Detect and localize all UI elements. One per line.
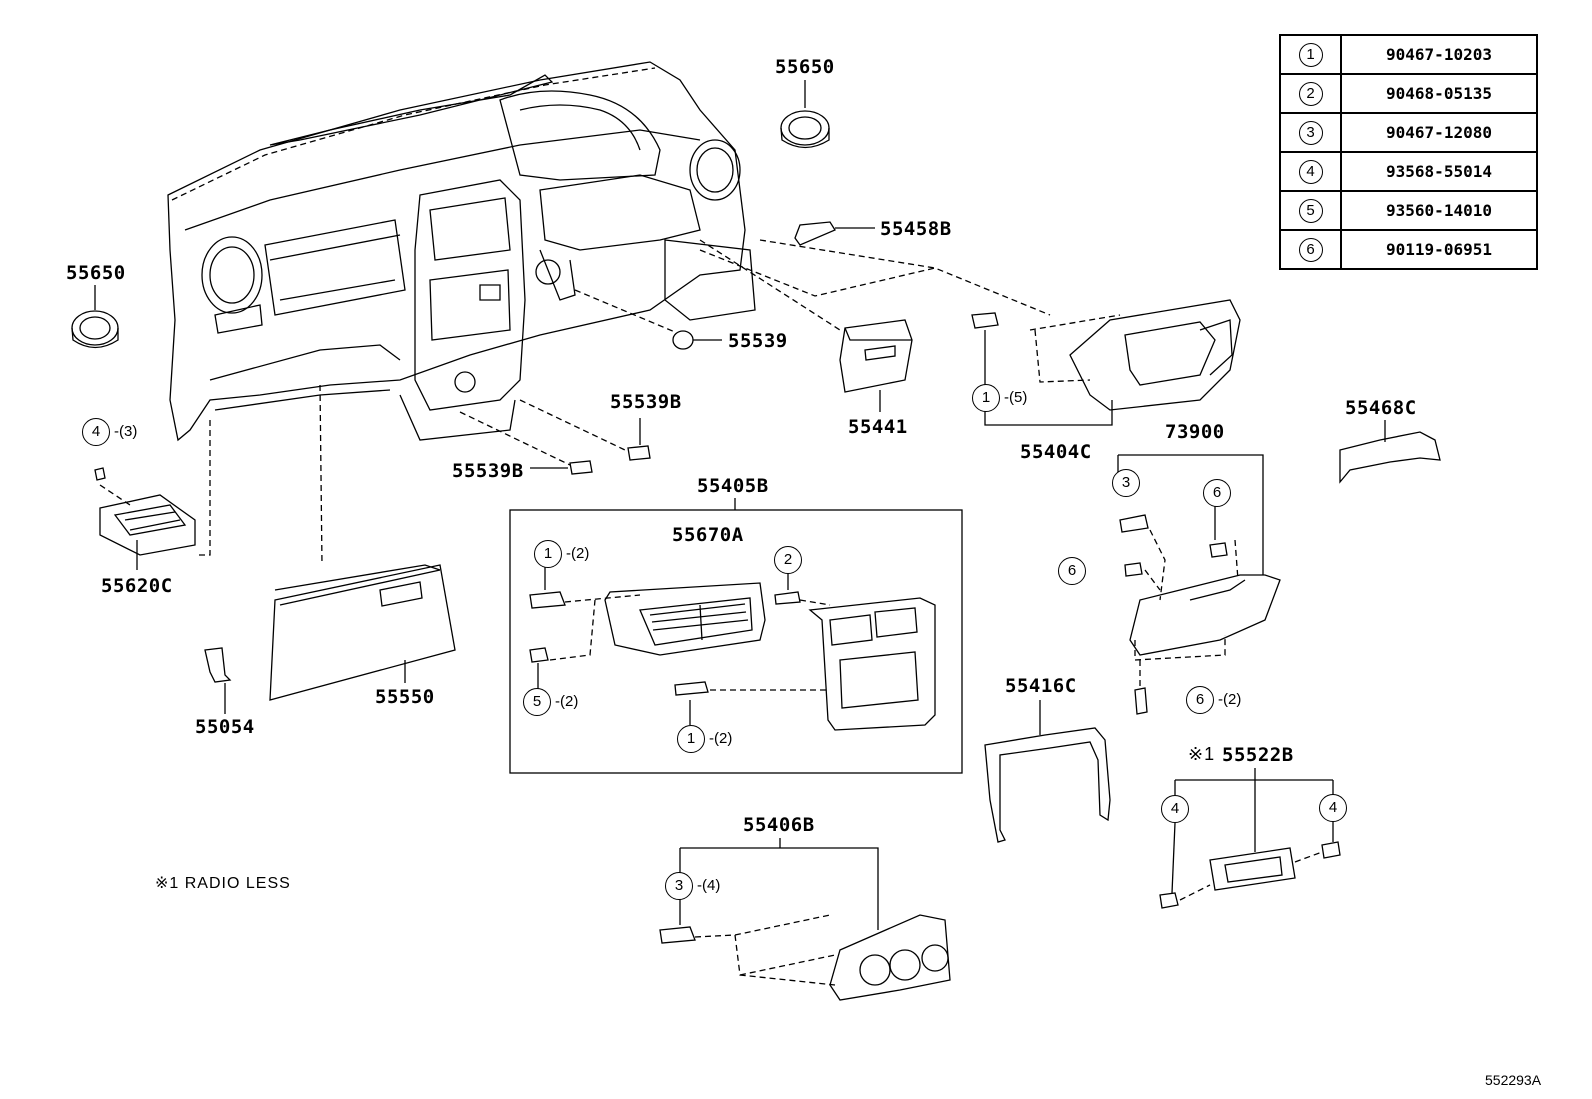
fastener-callout: 3-(4) xyxy=(665,872,720,900)
part-label-55468C: 55468C xyxy=(1345,397,1417,419)
fastener-callout: 1-(2) xyxy=(677,725,732,753)
switch-55539 xyxy=(574,289,722,350)
part-label-55458B: 55458B xyxy=(880,218,952,240)
frame-55416C xyxy=(984,700,1111,843)
fastener-row: 4 93568-55014 xyxy=(1279,151,1538,192)
part-label-55054: 55054 xyxy=(195,716,255,738)
part-label-73900: 73900 xyxy=(1165,421,1225,443)
fastener-callout: 3 xyxy=(1112,469,1144,497)
part-label-55539: 55539 xyxy=(728,330,788,352)
fastener-table: 1 90467-10203 2 90468-05135 3 90467-12080 4… xyxy=(1279,34,1538,270)
part-label-55416C: 55416C xyxy=(1005,675,1077,697)
part-label-55441: 55441 xyxy=(848,416,908,438)
part-label-55405B: 55405B xyxy=(697,475,769,497)
fastener-callout: 5-(2) xyxy=(523,688,578,716)
fastener-part-number: 93560-14010 xyxy=(1340,190,1538,231)
fastener-part-number: 90119-06951 xyxy=(1340,229,1538,270)
glove-box-55550 xyxy=(269,384,456,701)
radio-less-note: ※1 RADIO LESS xyxy=(155,875,291,892)
fastener-callout: 2 xyxy=(774,546,806,574)
part-label-55650-left: 55650 xyxy=(66,262,126,284)
panel-55406B xyxy=(659,838,951,1001)
fastener-row: 3 90467-12080 xyxy=(1279,112,1538,153)
part-label-55550: 55550 xyxy=(375,686,435,708)
fastener-part-number: 90467-12080 xyxy=(1340,112,1538,153)
bracket-55468C xyxy=(1339,420,1441,484)
callout-circle: 6 xyxy=(1298,237,1323,262)
callout-circle: 5 xyxy=(1298,198,1323,223)
dashboard-panel xyxy=(167,61,756,442)
vent-55620C xyxy=(94,420,211,570)
clip-55458B xyxy=(794,221,875,246)
part-label-55620C: 55620C xyxy=(101,575,173,597)
vent-55650-top xyxy=(780,80,830,149)
fastener-callout: 6 xyxy=(1203,479,1235,507)
fastener-row: 2 90468-05135 xyxy=(1279,73,1538,114)
fastener-row: 6 90119-06951 xyxy=(1279,229,1538,270)
switch-55539B xyxy=(459,399,651,475)
cover-55522B xyxy=(1159,768,1341,909)
lower-panel-73900 xyxy=(1117,454,1281,715)
part-label-55404C: 55404C xyxy=(1020,441,1092,463)
callout-circle: 4 xyxy=(1298,159,1323,184)
part-label-55670A: 55670A xyxy=(672,524,744,546)
fastener-callout: 4 xyxy=(1161,795,1193,823)
fastener-callout: 4-(3) xyxy=(82,418,137,446)
fastener-part-number: 90467-10203 xyxy=(1340,34,1538,75)
fastener-part-number: 93568-55014 xyxy=(1340,151,1538,192)
callout-circle: 3 xyxy=(1298,120,1323,145)
callout-circle: 2 xyxy=(1298,81,1323,106)
part-label-55650-top: 55650 xyxy=(775,56,835,78)
meter-hood-55404C xyxy=(699,239,1241,426)
fastener-part-number: 90468-05135 xyxy=(1340,73,1538,114)
figure-id: 552293A xyxy=(1485,1072,1542,1088)
radio-less-mark: ※1 xyxy=(1188,744,1216,764)
assembly-55405B xyxy=(509,498,963,774)
fastener-callout: 6-(2) xyxy=(1186,686,1241,714)
fastener-callout: 1-(2) xyxy=(534,540,589,568)
part-label-55522B: 55522B xyxy=(1222,744,1294,766)
fastener-callout: 4 xyxy=(1319,794,1351,822)
box-55441 xyxy=(699,239,913,412)
fastener-row: 1 90467-10203 xyxy=(1279,34,1538,75)
part-label-55539B-b: 55539B xyxy=(452,460,524,482)
vent-55650-left xyxy=(71,285,119,349)
fastener-callout: 1-(5) xyxy=(972,384,1027,412)
fastener-row: 5 93560-14010 xyxy=(1279,190,1538,231)
fastener-callout: 6 xyxy=(1058,557,1090,585)
part-label-55539B-a: 55539B xyxy=(610,391,682,413)
clip-55054 xyxy=(204,647,232,714)
callout-circle: 1 xyxy=(1298,42,1323,67)
part-label-55406B: 55406B xyxy=(743,814,815,836)
